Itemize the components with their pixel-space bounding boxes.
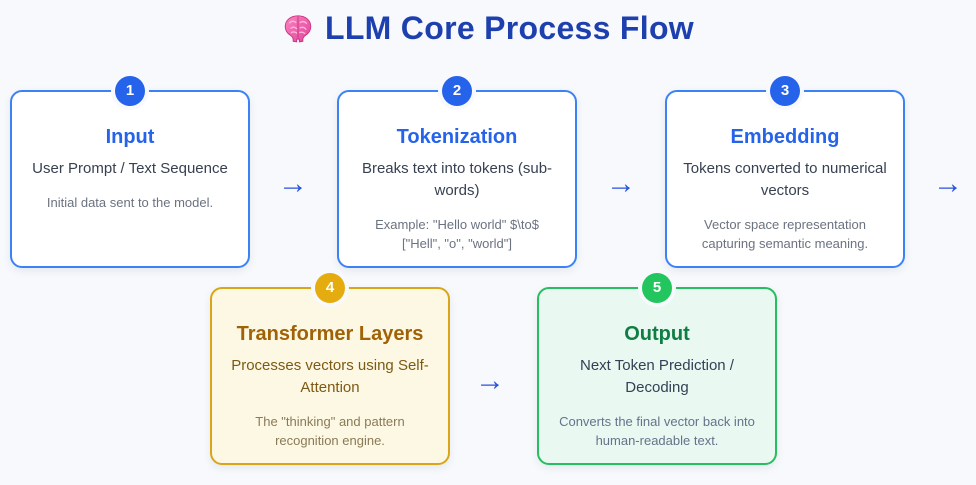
brain-icon — [282, 14, 314, 44]
flow-arrow: → — [606, 167, 636, 200]
step-card-input: 1 Input User Prompt / Text Sequence Init… — [10, 76, 250, 268]
step-card-tokenization: 2 Tokenization Breaks text into tokens (… — [337, 76, 577, 268]
flow-arrow: → — [278, 167, 308, 200]
card-description: Initial data sent to the model. — [46, 194, 214, 210]
flow-arrow: → — [475, 364, 505, 397]
card-subtitle: User Prompt / Text Sequence — [32, 160, 228, 177]
card-description: Vector space representation capturing se… — [701, 216, 869, 252]
page-title: LLM Core Process Flow — [324, 10, 695, 46]
card-description: Example: "Hello world" $\to$ ["Hell", "o… — [375, 216, 539, 252]
step-badge: 3 — [770, 76, 800, 106]
card-title: Transformer Layers — [236, 323, 424, 345]
step-badge: 5 — [642, 273, 672, 303]
card-title: Output — [624, 323, 690, 345]
card-title: Tokenization — [396, 126, 518, 148]
step-badge: 2 — [442, 76, 472, 106]
step-card-embedding: 3 Embedding Tokens converted to numerica… — [665, 76, 905, 268]
card-description: The "thinking" and pattern recognition e… — [255, 413, 405, 449]
page-header: LLM Core Process Flow — [0, 10, 976, 47]
card-subtitle: Next Token Prediction / Decoding — [580, 357, 734, 396]
step-badge: 4 — [315, 273, 345, 303]
card-subtitle: Processes vectors using Self-Attention — [231, 357, 429, 396]
flow-arrow: → — [933, 167, 963, 200]
step-card-output: 5 Output Next Token Prediction / Decodin… — [537, 273, 777, 465]
card-title: Input — [105, 126, 155, 148]
card-subtitle: Tokens converted to numerical vectors — [683, 160, 887, 199]
card-subtitle: Breaks text into tokens (sub-words) — [361, 160, 553, 199]
card-title: Embedding — [730, 126, 840, 148]
step-card-transformer-layers: 4 Transformer Layers Processes vectors u… — [210, 273, 450, 465]
step-badge: 1 — [115, 76, 145, 106]
card-description: Converts the final vector back into huma… — [559, 413, 755, 449]
